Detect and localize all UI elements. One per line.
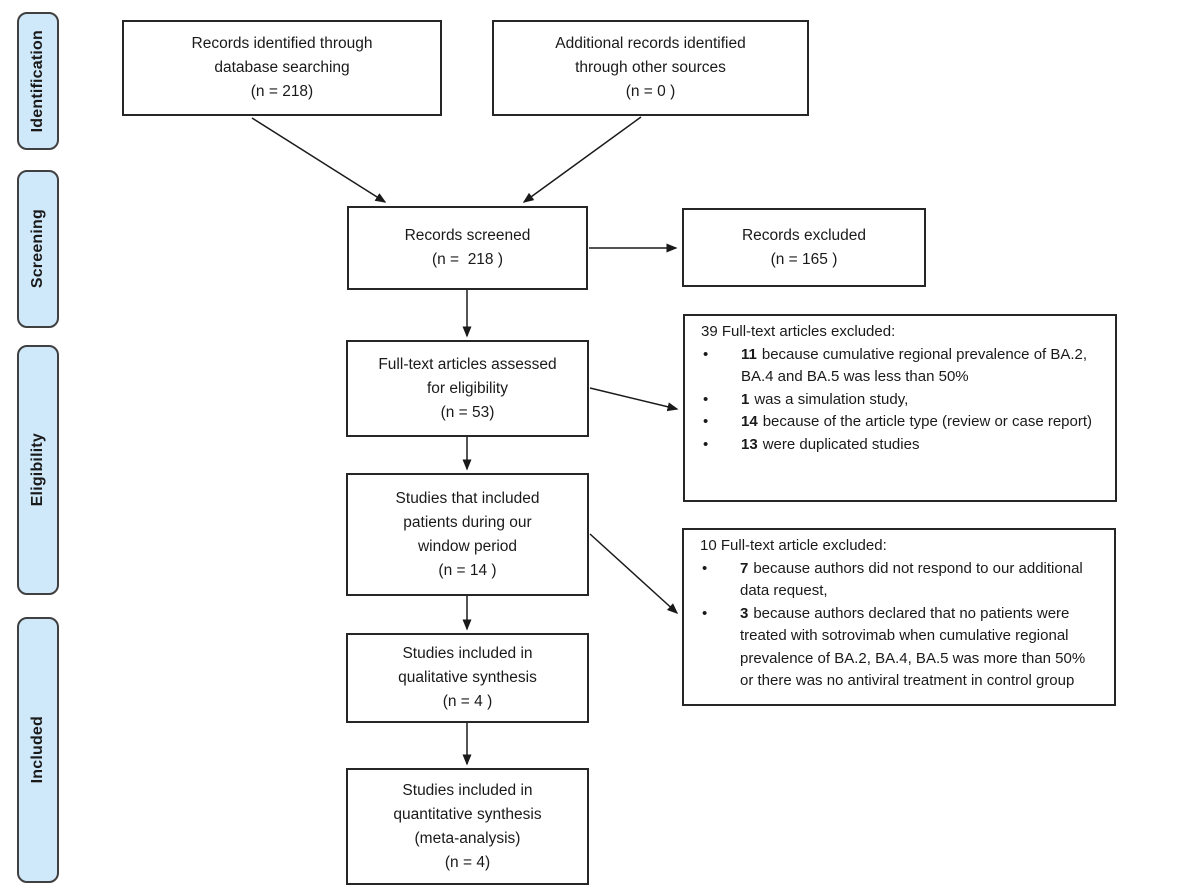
box-qualitative-synthesis: Studies included in qualitative synthesi… — [346, 633, 589, 723]
arrow-additional-to-screened — [522, 116, 642, 203]
arrow-window-to-excluded10 — [589, 533, 679, 615]
excluded-39-bullet-4-text: were duplicated studies — [762, 435, 920, 453]
box-records-identified: Records identified through database sear… — [122, 20, 442, 116]
excluded-39-bullet-1-text: because cumulative regional prevalence o… — [741, 345, 1088, 386]
box-fulltext-assessed: Full-text articles assessed for eligibil… — [346, 340, 589, 437]
stage-label-included-text: Included — [29, 716, 46, 784]
bullet-icon: • — [703, 413, 709, 430]
excluded-39-bullet-2-count: 1 — [741, 390, 750, 408]
excluded-10-bullet-1-count: 7 — [740, 559, 749, 577]
box-additional-records: Additional records identified through ot… — [492, 20, 809, 116]
box-records-identified-text: Records identified through database sear… — [191, 35, 373, 100]
excluded-39-bullet-1-count: 11 — [741, 345, 757, 363]
box-records-screened: Records screened (n = 218 ) — [347, 206, 588, 290]
stage-label-screening: Screening — [17, 170, 59, 328]
stage-label-identification-text: Identification — [29, 29, 46, 133]
excluded-39-bullet-3-count: 14 — [741, 413, 758, 430]
excluded-10-bullet-2-text: because authors declared that no patient… — [740, 604, 1086, 690]
excluded-10-bullet-2-count: 3 — [740, 604, 749, 622]
box-window-period: Studies that included patients during ou… — [346, 473, 589, 596]
box-quantitative-synthesis-text: Studies included in quantitative synthes… — [393, 781, 542, 871]
excluded-10-bullet-1-text: because authors did not respond to our a… — [740, 559, 1083, 600]
excluded-39-bullet-4-count: 13 — [741, 435, 758, 453]
bullet-icon: • — [702, 559, 708, 577]
bullet-icon: • — [703, 435, 709, 453]
box-records-excluded-text: Records excluded (n = 165 ) — [741, 226, 867, 268]
excluded-39-title: 39 Full-text articles excluded: — [701, 323, 896, 340]
stage-label-included: Included — [17, 617, 59, 883]
stage-label-identification: Identification — [17, 12, 59, 150]
arrow-fulltext-to-excluded39 — [589, 387, 679, 412]
box-fulltext-assessed-text: Full-text articles assessed for eligibil… — [378, 355, 557, 421]
excluded-39-bullet-3-text: because of the article type (review or c… — [762, 413, 1093, 430]
bullet-icon: • — [703, 345, 709, 363]
box-additional-records-text: Additional records identified through ot… — [555, 35, 746, 100]
box-quantitative-synthesis: Studies included in quantitative synthes… — [346, 768, 589, 885]
stage-label-eligibility-text: Eligibility — [29, 433, 46, 507]
bullet-icon: • — [702, 604, 708, 622]
bullet-icon: • — [703, 390, 709, 408]
excluded-10-title: 10 Full-text article excluded: — [700, 537, 887, 554]
stage-label-screening-text: Screening — [29, 209, 46, 289]
box-qualitative-synthesis-text: Studies included in qualitative synthesi… — [398, 645, 537, 710]
excluded-39-bullet-2-text: was a simulation study, — [754, 390, 909, 408]
stage-label-eligibility: Eligibility — [17, 345, 59, 595]
arrow-identified-to-screened — [251, 117, 387, 203]
box-records-excluded: Records excluded (n = 165 ) — [682, 208, 926, 287]
box-window-period-text: Studies that included patients during ou… — [395, 489, 540, 579]
box-records-screened-text: Records screened (n = 218 ) — [404, 227, 531, 268]
